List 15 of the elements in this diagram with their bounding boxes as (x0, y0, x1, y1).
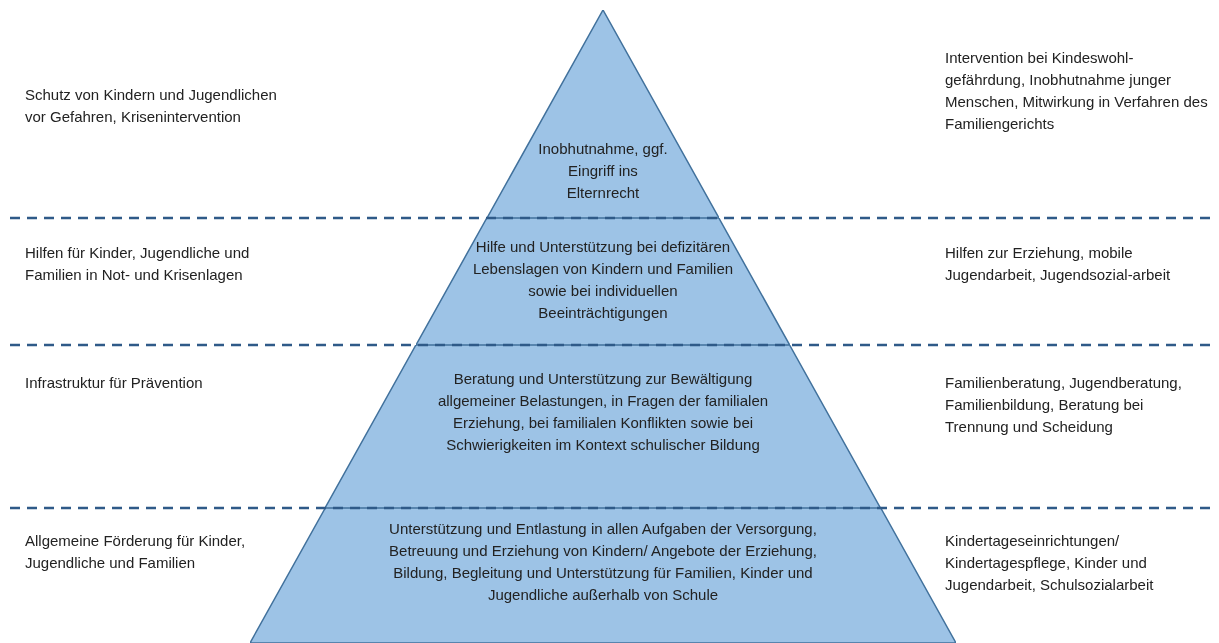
pyramid-layer (416, 218, 790, 345)
layer-text: Beratung und Unterstützung zur Bewältigung allgemeiner Belastungen, in Fragen der familialen Erziehung, bei familialen Konflikten sowie bei Schwierigkeiten im Kontext schulischer Bildung (436, 369, 770, 455)
side-note: Infrastruktur für Prävention (25, 373, 204, 393)
pyramid-layer (325, 345, 881, 508)
side-note: Hilfen zur Erziehung, mobile Jugendarbeit, Jugendsozial-arbeit (945, 243, 1172, 285)
layer-text: Unterstützung und Entlastung in allen Aufgaben der Versorgung, Betreuung und Erziehung von Kindern/ Angebote der Erziehung, Bildung, Begleitung und Unterstützung für Familien, Kinder und Jugendliche außerhalb von Schule (388, 519, 818, 605)
side-note: Intervention bei Kindeswohl-gefährdung, Inobhutnahme junger Menschen, Mitwirkung in Verfahren des Familiengerichts (945, 48, 1209, 134)
layer-text: Hilfe und Unterstützung bei defizitären Lebenslagen von Kindern und Familien sowie bei individuellen Beeinträchtigungen (471, 237, 735, 323)
side-note: Schutz von Kindern und Jugendlichen vor Gefahren, Krisenintervention (25, 85, 278, 127)
side-note: Allgemeine Förderung für Kinder, Jugendliche und Familien (25, 531, 247, 573)
pyramid-layer (487, 10, 719, 218)
layer-text: Inobhutnahme, ggf. Eingriff ins Elternrecht (537, 139, 669, 203)
side-note: Hilfen für Kinder, Jugendliche und Familien in Not- und Krisenlagen (25, 243, 251, 285)
side-note: Kindertageseinrichtungen/ Kindertagespflege, Kinder und Jugendarbeit, Schulsozialarbeit (945, 531, 1155, 595)
side-note: Familienberatung, Jugendberatung, Familienbildung, Beratung bei Trennung und Scheidung (945, 373, 1183, 437)
